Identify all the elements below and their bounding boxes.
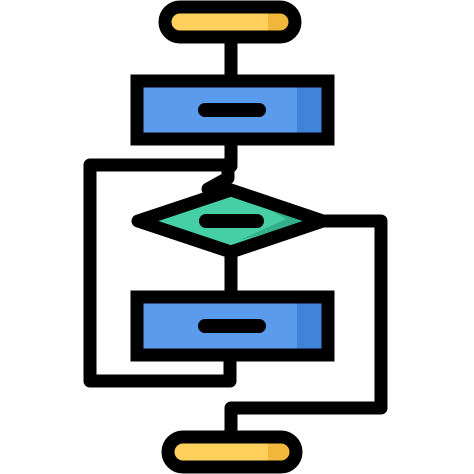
process-box-2: [130, 290, 335, 362]
decision-diamond: [131, 183, 330, 259]
start-terminator: [158, 0, 302, 44]
connector-loop-left: [83, 158, 237, 388]
process-box-1: [130, 74, 335, 146]
connector-right-branch: [224, 214, 388, 447]
end-terminator: [161, 430, 303, 474]
